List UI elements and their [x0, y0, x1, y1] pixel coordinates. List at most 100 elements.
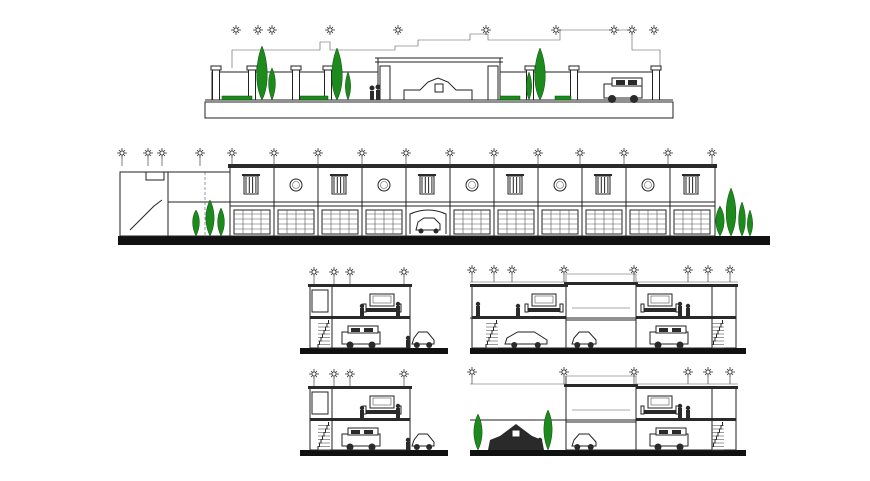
lamp-post-icon	[559, 265, 569, 275]
lamp-post-icon	[267, 25, 277, 35]
window	[418, 174, 436, 195]
person-icon	[359, 303, 365, 316]
column-icon	[290, 65, 302, 101]
garage-door	[321, 209, 359, 235]
column-icon	[322, 65, 334, 101]
lamp-post-icon	[725, 367, 735, 377]
section-a-left	[300, 267, 448, 354]
lamp-post-icon	[575, 148, 585, 158]
jeep-icon	[341, 325, 381, 349]
facade-bays	[229, 166, 716, 236]
lamp-post-icon	[329, 369, 339, 379]
person-icon	[677, 403, 683, 418]
lamp-post-icon	[683, 367, 693, 377]
lamp-post-icon	[195, 148, 205, 158]
cypress-tree-icon	[738, 201, 746, 237]
person-icon	[375, 84, 381, 100]
garage-door	[629, 209, 667, 235]
lamp-post-icon	[481, 25, 491, 35]
lamp-post-icon	[489, 148, 499, 158]
garage-door	[673, 209, 711, 235]
garage-door	[453, 209, 491, 235]
lamp-post-icon	[649, 25, 659, 35]
lamp-post-icon	[227, 148, 237, 158]
lamp-post-icon	[629, 367, 639, 377]
window	[242, 174, 260, 195]
car-icon	[504, 331, 548, 348]
bed-headboard	[524, 293, 564, 313]
cypress-tree-icon	[543, 409, 553, 451]
lamp-post-icon	[489, 265, 499, 275]
stair	[317, 422, 330, 451]
lamp-post-icon	[507, 265, 517, 275]
window	[682, 174, 700, 195]
lamp-post-icon	[609, 25, 619, 35]
lamp-post-icon	[467, 367, 477, 377]
column-icon	[650, 65, 662, 101]
stair	[317, 320, 330, 349]
garage-door	[365, 209, 403, 235]
stair	[711, 422, 724, 451]
cypress-tree-icon	[268, 67, 276, 101]
column-icon	[210, 65, 222, 101]
cypress-tree-icon	[192, 209, 200, 237]
person-icon	[685, 405, 691, 418]
lamp-post-icon	[707, 148, 717, 158]
car-icon	[571, 331, 597, 348]
person-icon	[369, 85, 375, 100]
round-medallion	[377, 178, 391, 192]
section-a-right	[467, 265, 746, 354]
jeep-icon	[341, 427, 381, 451]
cypress-tree-icon	[473, 413, 483, 451]
round-medallion	[641, 178, 655, 192]
cypress-tree-icon	[747, 209, 753, 237]
lamp-post-icon	[393, 25, 403, 35]
column-icon	[246, 65, 258, 101]
lamp-post-icon	[157, 148, 167, 158]
jeep-icon	[603, 77, 643, 103]
cypress-tree-icon	[345, 71, 351, 101]
car-icon	[415, 217, 441, 234]
lamp-post-icon	[345, 369, 355, 379]
round-medallion	[289, 178, 303, 192]
cypress-tree-icon	[715, 205, 725, 237]
bed-headboard	[640, 395, 680, 415]
front-plinth	[204, 101, 674, 119]
window	[506, 174, 524, 195]
cypress-tree-icon	[217, 207, 225, 237]
lamp-post-icon	[627, 25, 637, 35]
stair	[485, 320, 498, 349]
bed-headboard	[640, 293, 680, 313]
person-icon	[685, 303, 691, 316]
cypress-tree-icon	[205, 199, 215, 237]
lamp-post-icon	[309, 267, 319, 277]
person-icon	[515, 303, 521, 316]
lamp-post-icon	[683, 265, 693, 275]
garage-door	[541, 209, 579, 235]
garage-door	[233, 209, 271, 235]
person-icon	[395, 301, 401, 316]
jeep-icon	[649, 427, 689, 451]
car-icon	[571, 433, 597, 450]
person-icon	[677, 301, 683, 316]
lamp-post-icon	[533, 148, 543, 158]
section-b-left	[300, 369, 448, 456]
lamp-post-icon	[445, 148, 455, 158]
garage-door	[497, 209, 535, 235]
lamp-post-icon	[313, 148, 323, 158]
front-elevation	[204, 25, 674, 119]
lamp-post-icon	[345, 267, 355, 277]
lamp-post-icon	[399, 267, 409, 277]
section-b-right	[467, 367, 746, 456]
lamp-post-icon	[663, 148, 673, 158]
lamp-post-icon	[325, 25, 335, 35]
gate-pediment	[488, 424, 544, 450]
window	[330, 174, 348, 195]
lamp-post-icon	[467, 265, 477, 275]
person-icon	[395, 403, 401, 418]
lamp-post-icon	[559, 367, 569, 377]
cypress-tree-icon	[725, 187, 737, 237]
jeep-icon	[649, 325, 689, 349]
longitudinal-elevation	[117, 148, 770, 245]
